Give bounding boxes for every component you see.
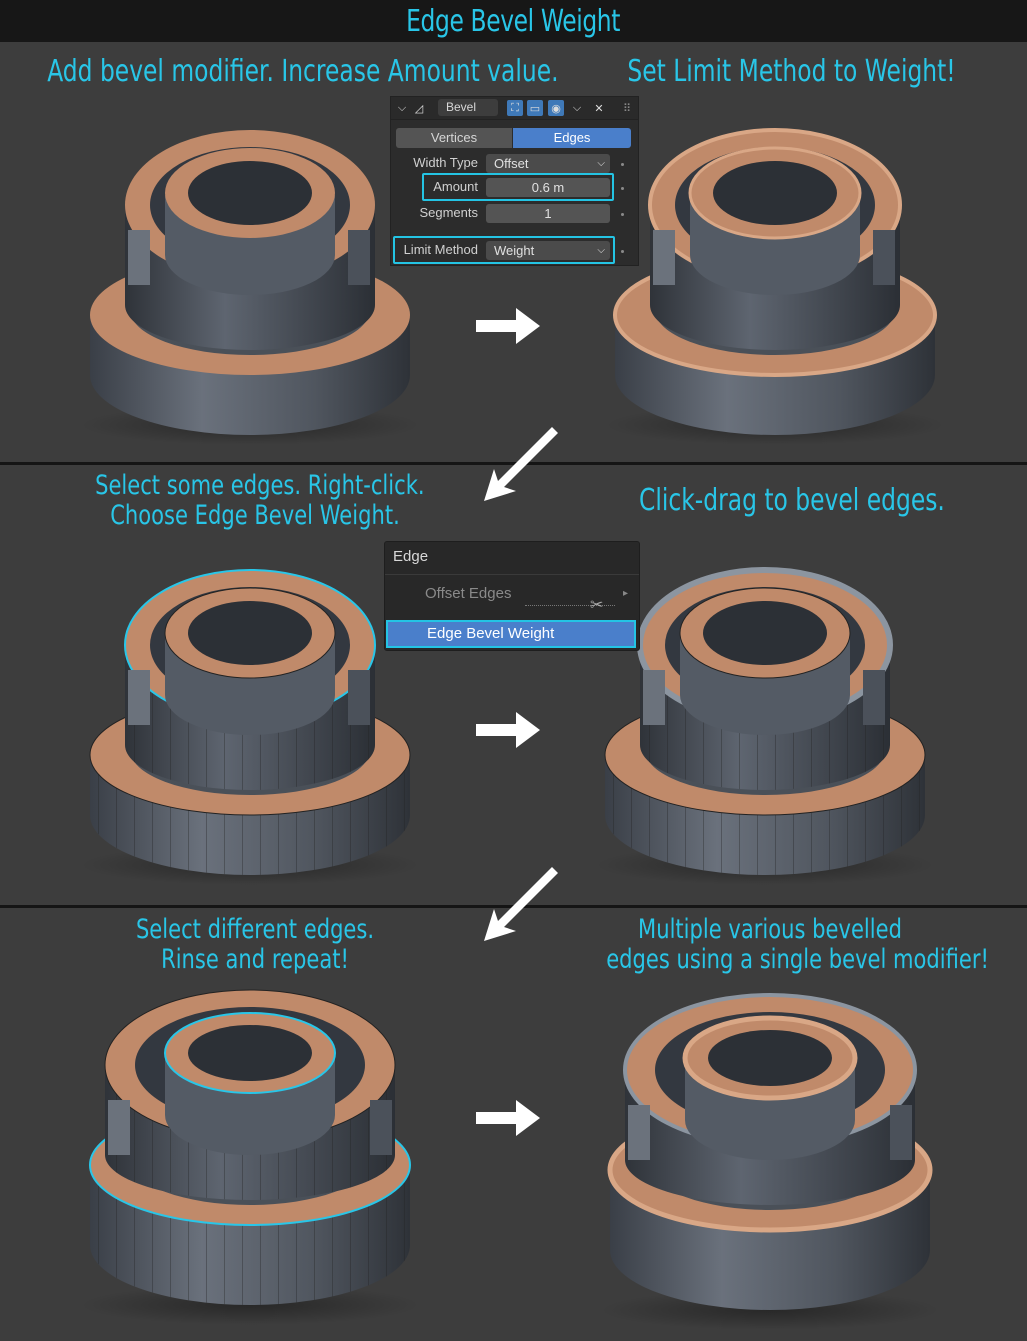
drag-handle-icon[interactable]: ⠿ — [622, 102, 632, 115]
chevron-down-icon[interactable]: ⌵ — [397, 101, 407, 114]
menu-item-edge-bevel-weight[interactable]: Edge Bevel Weight — [386, 620, 636, 648]
keyframe-dot-icon[interactable] — [621, 250, 624, 253]
separator — [0, 462, 1027, 465]
bevel-modifier-panel: ⌵ ◿ Bevel ⛶ ▭ ◉ ⌵ ✕ ⠿ Vertices Edges Wid… — [390, 96, 639, 266]
keyframe-dot-icon[interactable] — [621, 213, 624, 216]
edit-mode-toggle-icon[interactable]: ⛶ — [507, 100, 523, 116]
amount-label: Amount — [433, 179, 478, 194]
limit-method-select[interactable]: Weight ⌵ — [486, 241, 610, 260]
bevel-modifier-icon: ◿ — [414, 102, 424, 115]
segments-label: Segments — [419, 205, 478, 220]
tab-edges[interactable]: Edges — [513, 128, 631, 148]
mesh-model-edit-selected — [80, 569, 420, 885]
viewport-display-icon[interactable]: ▭ — [527, 100, 543, 116]
width-type-select[interactable]: Offset ⌵ — [486, 154, 610, 173]
modifier-header: ⌵ ◿ Bevel ⛶ ▭ ◉ ⌵ ✕ ⠿ — [391, 97, 638, 120]
amount-field[interactable]: 0.6 m — [486, 178, 610, 197]
mesh-model-final — [600, 993, 940, 1330]
chevron-down-icon: ⌵ — [597, 245, 605, 256]
caption-step-3: Select some edges. Right-click.Choose Ed… — [95, 470, 425, 531]
keyframe-dot-icon[interactable] — [621, 187, 624, 190]
caption-step-2: Set Limit Method to Weight! — [627, 54, 956, 89]
caption-step-4: Click-drag to bevel edges. — [639, 483, 945, 518]
segments-field[interactable]: 1 — [486, 204, 610, 223]
menu-title: Edge — [393, 548, 429, 565]
submenu-arrow-icon: ▸ — [623, 588, 629, 599]
highlight-amount — [422, 173, 614, 201]
mesh-model-edit-bevelled — [595, 567, 935, 885]
mesh-model-edit-different-selection — [80, 989, 420, 1325]
title-bar: Edge Bevel Weight — [0, 0, 1027, 42]
caption-step-5: Select different edges.Rinse and repeat! — [135, 914, 375, 975]
knife-cut-icon: ✂ — [590, 597, 604, 614]
arrow-down-left-icon — [484, 427, 558, 501]
arrow-right-icon — [476, 308, 540, 344]
highlight-limit-method — [393, 236, 615, 264]
chevron-down-icon: ⌵ — [597, 158, 605, 169]
arrow-right-icon — [476, 712, 540, 748]
keyframe-dot-icon[interactable] — [621, 163, 624, 166]
tab-vertices[interactable]: Vertices — [396, 128, 512, 148]
divider — [385, 574, 639, 575]
caption-step-1: Add bevel modifier. Increase Amount valu… — [47, 54, 559, 89]
menu-item-offset-edges[interactable]: Offset Edges — [425, 585, 512, 602]
width-type-label: Width Type — [413, 155, 478, 170]
page-title: Edge Bevel Weight — [406, 3, 621, 39]
mesh-model-bevelled-all — [605, 128, 945, 445]
edge-context-menu: Edge Offset Edges ✂ ▸ Edge Bevel Weight — [384, 541, 640, 651]
mesh-model-unbevelled — [80, 130, 420, 445]
divider — [525, 605, 615, 606]
modifier-name-field[interactable]: Bevel — [438, 99, 498, 116]
arrow-down-left-icon — [484, 867, 558, 941]
limit-method-label: Limit Method — [403, 242, 478, 257]
dropdown-chevron-icon[interactable]: ⌵ — [572, 101, 582, 114]
close-icon[interactable]: ✕ — [594, 102, 604, 115]
render-camera-icon[interactable]: ◉ — [548, 100, 564, 116]
arrow-right-icon — [476, 1100, 540, 1136]
